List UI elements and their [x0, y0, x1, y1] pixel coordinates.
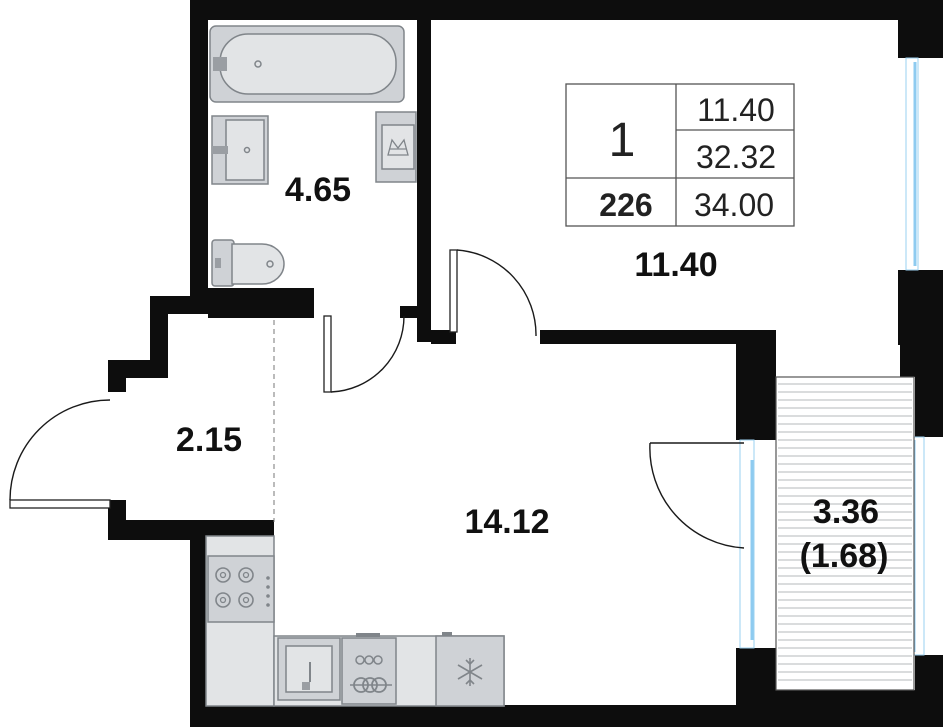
toilet-icon	[211, 239, 285, 287]
entrance-door[interactable]	[9, 399, 111, 509]
bathtub-icon	[209, 25, 405, 103]
rooms-count: 1	[609, 114, 636, 167]
bedroom-area-label: 11.40	[634, 246, 717, 284]
living-area-value: 11.40	[697, 92, 775, 128]
bedroom-window	[905, 57, 919, 271]
total-with-balcony-value: 34.00	[694, 187, 774, 223]
walls	[108, 0, 943, 727]
kitchen-sink-icon	[277, 637, 341, 701]
kitchen-living-area-label: 14.12	[464, 503, 549, 541]
balcony-area-label: 3.36	[813, 493, 879, 531]
bathroom-door[interactable]	[323, 315, 405, 393]
washing-machine-icon	[375, 111, 417, 183]
stove-icon	[207, 555, 275, 623]
hall-area-label: 2.15	[176, 421, 242, 459]
oven-icon	[341, 633, 397, 705]
apartment-number: 226	[599, 187, 652, 223]
balcony	[775, 376, 915, 691]
total-area-value: 32.32	[696, 139, 776, 175]
balcony-door[interactable]	[649, 442, 745, 549]
balcony-door-window	[739, 439, 755, 649]
balcony-reduced-area-label: (1.68)	[800, 537, 889, 575]
fridge-icon	[435, 632, 505, 707]
sink-icon	[211, 115, 269, 185]
apartment-summary-table: 1 11.40 32.32 226 34.00	[565, 83, 795, 227]
bathroom-area-label: 4.65	[285, 171, 351, 209]
bedroom-door[interactable]	[449, 249, 537, 337]
